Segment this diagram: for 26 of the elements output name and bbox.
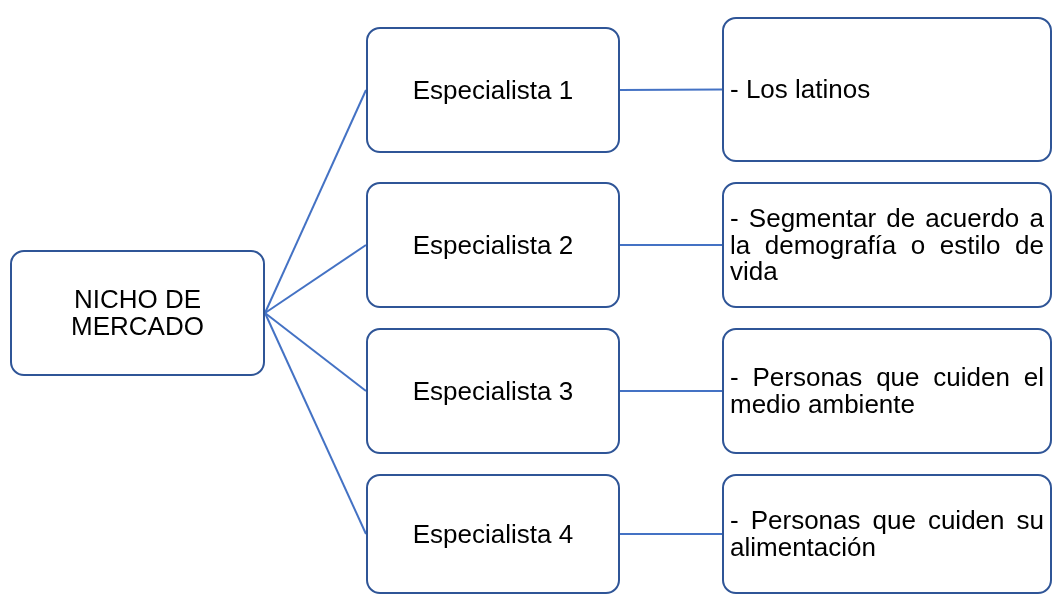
- connector-line: [264, 312, 367, 535]
- connector-line: [264, 312, 367, 392]
- box-text: NICHO DE MERCADO: [70, 286, 205, 340]
- box-text: - Los latinos: [730, 76, 872, 103]
- box-text: - Personas que cuiden su alimentación: [730, 507, 1044, 561]
- text-box: [366, 328, 620, 454]
- connector-line: [264, 89, 367, 314]
- connector-line: [619, 533, 723, 535]
- connector-line: [619, 88, 723, 91]
- box-text: - Segmentar de acuerdo a la demografía o estilo de vida: [730, 205, 1044, 285]
- text-box: [722, 474, 1052, 594]
- box-text: Especialista 3: [412, 377, 574, 405]
- box-text: - Personas que cuiden el medio ambiente: [730, 364, 1044, 418]
- box-text: Especialista 4: [412, 520, 574, 548]
- text-box: [722, 17, 1052, 162]
- box-text: Especialista 1: [412, 76, 574, 104]
- connector-line: [264, 244, 367, 314]
- text-box: [722, 328, 1052, 454]
- text-box: [722, 182, 1052, 308]
- text-box: [366, 182, 620, 308]
- connector-line: [619, 244, 723, 246]
- box-text: Especialista 2: [412, 231, 574, 259]
- root-box: [10, 250, 265, 376]
- connector-line: [619, 390, 723, 392]
- text-box: [366, 27, 620, 153]
- text-box: [366, 474, 620, 594]
